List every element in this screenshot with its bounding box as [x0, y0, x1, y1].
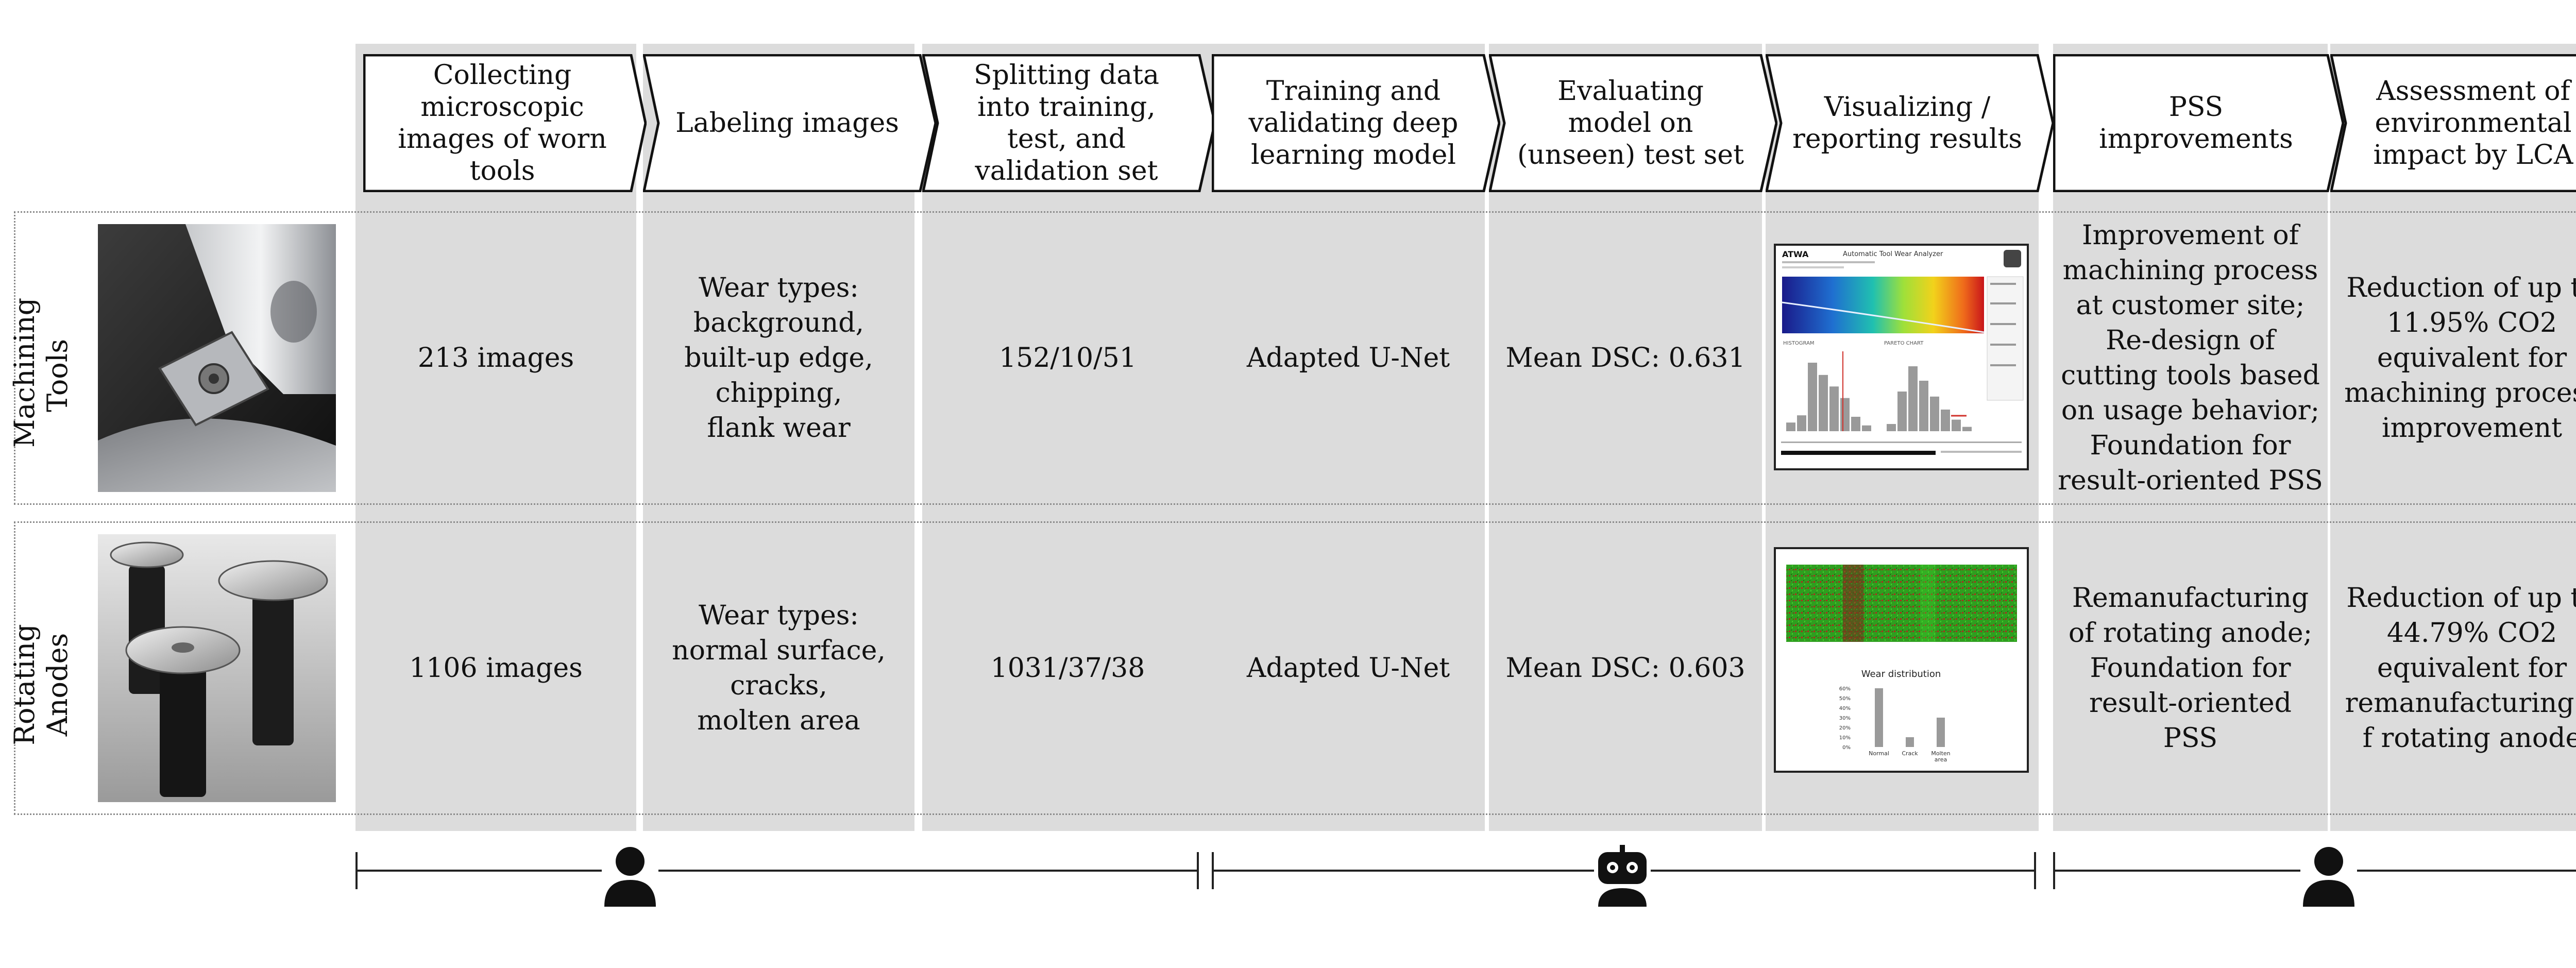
step-pss-improvements: PSS improvements: [2053, 54, 2344, 192]
histogram-bar: [1952, 419, 1961, 431]
wear-distribution-screenshot: Wear distribution 60% 50% 40% 30% 20% 10% 0% N…: [1774, 547, 2029, 773]
step-evaluating-model: Evaluating model on (unseen) test set: [1489, 54, 1777, 192]
row-rotating-anodes: [14, 521, 2576, 815]
step-label: Training and validating deep learning mo…: [1248, 76, 1459, 171]
dashboard-left-histogram: [1786, 363, 1871, 431]
cell-anodes-split: 1031/37/38: [990, 653, 1145, 684]
wear-bar: [1906, 737, 1914, 747]
step-label: Splitting data into training, test, and …: [973, 60, 1160, 186]
timeline-line: [355, 870, 1199, 872]
step-label: Labeling images: [675, 108, 899, 139]
step-training-model: Training and validating deep learning mo…: [1212, 54, 1500, 192]
histogram-bar: [1786, 422, 1795, 431]
row-label-machining: Machining Tools: [8, 298, 74, 448]
cell-anodes-image-count: 1106 images: [409, 653, 583, 684]
rotating-anode-photo: [98, 534, 336, 802]
robot-icon: [1594, 845, 1651, 907]
wear-x-label: Crack: [1902, 750, 1918, 757]
wear-chart-y-ticks: 60% 50% 40% 30% 20% 10% 0%: [1839, 686, 1851, 751]
step-label: Evaluating model on (unseen) test set: [1517, 76, 1744, 171]
step-label: Assessment of environmental impact by LC…: [2373, 76, 2573, 171]
histogram-bar: [1797, 415, 1806, 431]
dashboard-left-chart-label: HISTOGRAM: [1783, 341, 1815, 346]
cell-machining-wear-types: Wear types: background, built-up edge, c…: [684, 273, 873, 444]
histogram-bar: [1962, 427, 1972, 431]
cell-machining-pss: Improvement of machining process at cust…: [2058, 220, 2323, 496]
histogram-bar: [1897, 392, 1907, 431]
histogram-bar: [1808, 363, 1817, 431]
row-label-line1: Machining: [8, 297, 41, 448]
row-machining-tools: [14, 211, 2576, 505]
histogram-bar: [1941, 410, 1950, 431]
wear-y-tick: 60%: [1839, 686, 1851, 692]
timeline-cap-left: [1212, 852, 1214, 889]
cell-machining-image-count: 213 images: [417, 343, 574, 373]
cell-machining-split: 152/10/51: [999, 343, 1137, 373]
cell-anodes-model: Adapted U-Net: [1246, 653, 1450, 684]
histogram-bar: [1887, 424, 1896, 431]
step-label: PSS improvements: [2099, 92, 2293, 155]
wear-bar: [1937, 718, 1945, 747]
dashboard-right-chart-label: PARETO CHART: [1884, 341, 1924, 346]
dashboard-title: Automatic Tool Wear Analyzer: [1843, 250, 1943, 258]
histogram-bar: [1908, 366, 1918, 431]
step-label: Collecting microscopic images of worn to…: [398, 60, 607, 186]
wear-chart-bars: [1875, 688, 1945, 747]
row-label-line2: Tools: [41, 339, 74, 412]
wear-y-tick: 40%: [1839, 706, 1851, 711]
timeline-cap-left: [2053, 852, 2055, 889]
dashboard-brand: ATWA: [1782, 249, 1809, 259]
timeline-cap-left: [355, 852, 358, 889]
wear-chart-title: Wear distribution: [1861, 669, 1941, 680]
wear-x-label: Molten: [1931, 750, 1950, 757]
cell-anodes-pss: Remanufacturing of rotating anode; Found…: [2068, 583, 2313, 754]
timeline-cap-right: [1197, 852, 1199, 889]
wear-y-tick: 20%: [1839, 725, 1851, 731]
histogram-bar: [1862, 425, 1871, 431]
histogram-bar: [1919, 381, 1928, 431]
step-lca-assessment: Assessment of environmental impact by LC…: [2330, 54, 2576, 192]
step-visualizing-results: Visualizing / reporting results: [1766, 54, 2054, 192]
wear-bar: [1875, 688, 1883, 747]
timeline-robot-segment: [1212, 845, 2036, 907]
histogram-bar: [1840, 398, 1850, 431]
wear-y-tick: 30%: [1839, 716, 1851, 721]
cell-anodes-dsc: Mean DSC: 0.603: [1505, 653, 1745, 684]
wear-x-label: Normal: [1869, 750, 1889, 757]
wear-x-label: area: [1935, 756, 1947, 763]
human-icon: [602, 845, 658, 907]
cell-anodes-wear-types: Wear types: normal surface, cracks, molt…: [672, 600, 886, 736]
timeline-human-segment-2: [2053, 845, 2576, 907]
human-icon: [2300, 845, 2357, 907]
timeline-human-segment-1: [355, 845, 1199, 907]
histogram-bar: [1819, 375, 1828, 431]
wear-y-tick: 50%: [1839, 696, 1851, 702]
dashboard-right-histogram: [1887, 366, 1972, 431]
cell-anodes-lca: Reduction of up to 44.79% CO2 equivalent…: [2345, 583, 2576, 754]
histogram-bar: [1930, 396, 1939, 431]
cell-machining-model: Adapted U-Net: [1246, 343, 1450, 373]
row-label-anodes: Rotating Anodes: [8, 613, 74, 757]
row-label-line2: Anodes: [41, 633, 74, 737]
step-collecting-images: Collecting microscopic images of worn to…: [363, 54, 647, 192]
histogram-bar: [1851, 417, 1860, 431]
step-label: Visualizing / reporting results: [1792, 92, 2022, 155]
cell-machining-dsc: Mean DSC: 0.631: [1505, 343, 1745, 373]
cell-machining-lca: Reduction of up to 11.95% CO2 equivalent…: [2344, 273, 2576, 444]
step-splitting-data: Splitting data into training, test, and …: [922, 54, 1216, 192]
step-labeling-images: Labeling images: [643, 54, 937, 192]
wear-y-tick: 10%: [1839, 735, 1851, 741]
row-label-line1: Rotating: [8, 624, 41, 745]
histogram-bar: [1829, 386, 1839, 431]
wear-y-tick: 0%: [1842, 745, 1851, 751]
machining-tool-photo: [98, 224, 336, 492]
timeline-cap-right: [2034, 852, 2036, 889]
dashboard-screenshot: ATWA Automatic Tool Wear Analyzer HISTOG…: [1774, 244, 2029, 470]
